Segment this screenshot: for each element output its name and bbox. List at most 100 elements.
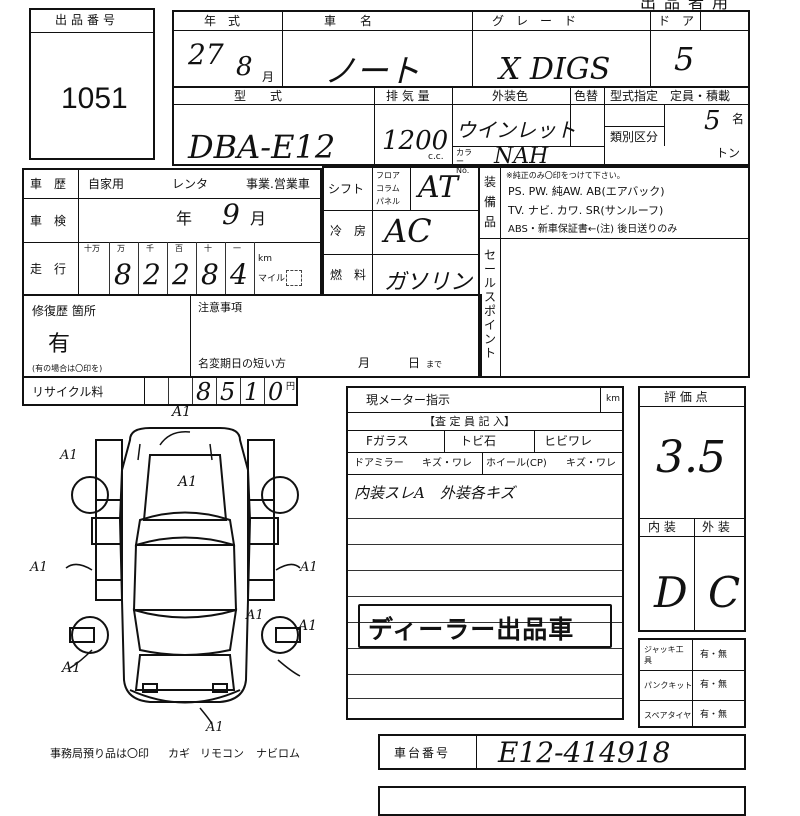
class-label: 類別区分	[610, 130, 659, 144]
mileage-unit-10: 十	[204, 244, 212, 253]
inspector-box: 現メーター指示 km 【査 定 員 記 入】 Fガラス トビ石 ヒビワレ ドアミ…	[346, 386, 624, 720]
dealer-stamp: ディーラー出品車	[358, 604, 612, 648]
diagram-mark-left-front: A1	[60, 448, 78, 463]
mileage-unit-1: 一	[233, 244, 241, 253]
mileage-digit-10: 8	[201, 258, 219, 291]
mileage-digit-100: 2	[172, 258, 190, 291]
recycle-yen-unit: 円	[286, 382, 296, 392]
shift-option-panel: パネル	[376, 197, 400, 206]
short-expiry-label: 名変期日の短い方	[198, 357, 286, 370]
lot-number-box: 出品番号 1051	[29, 8, 155, 160]
chassis-label: 車台番号	[394, 746, 451, 760]
model-spec-label: 型式指定	[610, 89, 659, 103]
spare-tire-value: 有・無	[700, 710, 728, 720]
puncture-kit-label: パンクキット	[644, 681, 693, 690]
diagram-mark-quarter: A1	[246, 608, 264, 623]
exterior-label: 外 装	[702, 520, 730, 534]
exterior-color-label: 外装色	[492, 89, 529, 103]
office-note: 事務局預り品は〇印	[50, 747, 149, 760]
color-no-label: カラー No.	[456, 148, 472, 175]
recycle-digit-3: 1	[244, 378, 260, 406]
diagram-mark-left-side: A1	[30, 560, 48, 575]
fuel-value: ガソリン	[384, 270, 473, 295]
diagram-mark-right-side: A1	[300, 560, 318, 575]
drive-spec-box: シフト フロア コラム パネル AT 冷 房 AC 燃 料 ガソリン	[322, 166, 480, 296]
inspection-label: 車 検	[30, 214, 67, 228]
equipment-line-3: ABS・新車保証書←(注) 後日送りのみ	[508, 224, 678, 235]
year-label: 年 式	[204, 14, 241, 28]
repair-notes-box: 修復歴 箇所 有 (有の場合は〇印を) 注意事項 名変期日の短い方 月 日 まで	[22, 294, 482, 378]
capacity-unit: 名	[732, 112, 745, 126]
ac-value: AC	[384, 212, 432, 250]
capacity-label: 定員・積載	[670, 89, 731, 103]
lot-number-value: 1051	[61, 82, 128, 115]
lot-number-label: 出品番号	[55, 13, 120, 27]
equipment-label: 装備品	[484, 175, 497, 229]
mileage-unit-10k: 万	[117, 244, 125, 253]
history-label: 車 歴	[30, 177, 67, 191]
recycle-fee-box: リサイクル料 8 5 1 0 円	[22, 376, 298, 406]
capacity-value: 5	[704, 106, 721, 136]
equipment-box: 装備品 ※純正のみ〇印をつけて下さい。 PS. PW. 純AW. AB(エアバッ…	[478, 166, 750, 378]
chassis-number-box: 車台番号 E12-414918	[378, 734, 746, 770]
exterior-value: C	[708, 568, 741, 617]
year-value: 27	[188, 38, 224, 71]
vehicle-basic-row: 年 式 車 名 グ レ ー ド ド ア 27 8 月 ノート X DIGS 5	[172, 10, 750, 90]
mileage-unit-100k: 十万	[84, 244, 100, 253]
notes-label: 注意事項	[198, 301, 242, 314]
mileage-km-label: km	[258, 254, 272, 264]
mileage-label: 走 行	[30, 262, 67, 276]
interior-label: 内 装	[648, 520, 676, 534]
inspection-month-unit: 月	[250, 209, 267, 228]
mileage-mile-label: マイル	[258, 274, 286, 284]
history-option-business: 事業.営業車	[246, 177, 310, 191]
diagram-mark-front: A1	[172, 404, 192, 420]
puncture-kit-value: 有・無	[700, 680, 728, 690]
color-change-label: 色替	[574, 89, 599, 103]
month-unit: 月	[262, 70, 275, 84]
sales-point-label: セールスポイント	[484, 248, 497, 360]
equipment-line-1: PS. PW. 純AW. AB(エアバック)	[508, 185, 665, 198]
rating-label: 評 価 点	[664, 390, 708, 404]
mirror-label: ドアミラー	[354, 458, 404, 469]
grade-value: X DIGS	[499, 52, 611, 87]
car-name-value: ノート	[324, 52, 421, 90]
jack-tool-label: ジャッキ工具	[644, 645, 684, 665]
repair-label: 修復歴 箇所	[32, 304, 96, 318]
inspector-comment: 内装スレA 外装各キズ	[354, 484, 515, 502]
mileage-digit-1: 4	[230, 258, 248, 291]
history-box: 車 歴 自家用 レンタ 事業.営業車 車 検 年 9 月 走 行 十万 万 千 …	[22, 168, 322, 296]
jack-tool-value: 有・無	[700, 650, 728, 660]
recycle-fee-label: リサイクル料	[32, 385, 104, 399]
meter-label: 現メーター指示	[366, 393, 451, 407]
inspector-header: 【査 定 員 記 入】	[424, 415, 515, 428]
rating-score: 3.5	[656, 432, 726, 483]
inspection-year-unit: 年	[176, 209, 193, 228]
chip-label: トビ石	[460, 434, 497, 448]
load-unit: トン	[716, 146, 741, 160]
chassis-value: E12-414918	[498, 736, 671, 769]
wheel-label: ホイール(CP)	[486, 458, 547, 469]
grade-label: グ レ ー ド	[492, 14, 577, 28]
mile-checkbox[interactable]	[286, 270, 302, 286]
fuel-label: 燃 料	[330, 268, 367, 282]
history-option-rental: レンタ	[172, 177, 209, 191]
vehicle-spec-row: 型 式 排 気 量 外装色 色替 型式指定 類別区分 定員・積載 DBA-E12…	[172, 86, 750, 175]
rating-box: 評 価 点 3.5 内 装 外 装 D C	[638, 386, 746, 632]
repair-hint: (有の場合は〇印を)	[32, 364, 103, 373]
shift-option-floor: フロア	[376, 171, 400, 180]
key-label: カギ	[168, 747, 190, 760]
displacement-unit: c.c.	[428, 152, 444, 162]
spare-tire-label: スペアタイヤ	[644, 711, 692, 720]
model-value: DBA-E12	[188, 128, 336, 166]
mileage-unit-1k: 千	[146, 244, 154, 253]
mileage-unit-100: 百	[175, 244, 183, 253]
repair-value: 有	[48, 332, 71, 357]
glass-label: Fガラス	[366, 434, 409, 448]
equipment-line-2: TV. ナビ. カワ. SR(サンルーフ)	[508, 204, 664, 217]
shift-option-column: コラム	[376, 184, 400, 193]
diagram-mark-hood: A1	[178, 474, 198, 490]
expiry-suffix: まで	[426, 360, 442, 369]
recycle-digit-4: 0	[268, 378, 284, 406]
